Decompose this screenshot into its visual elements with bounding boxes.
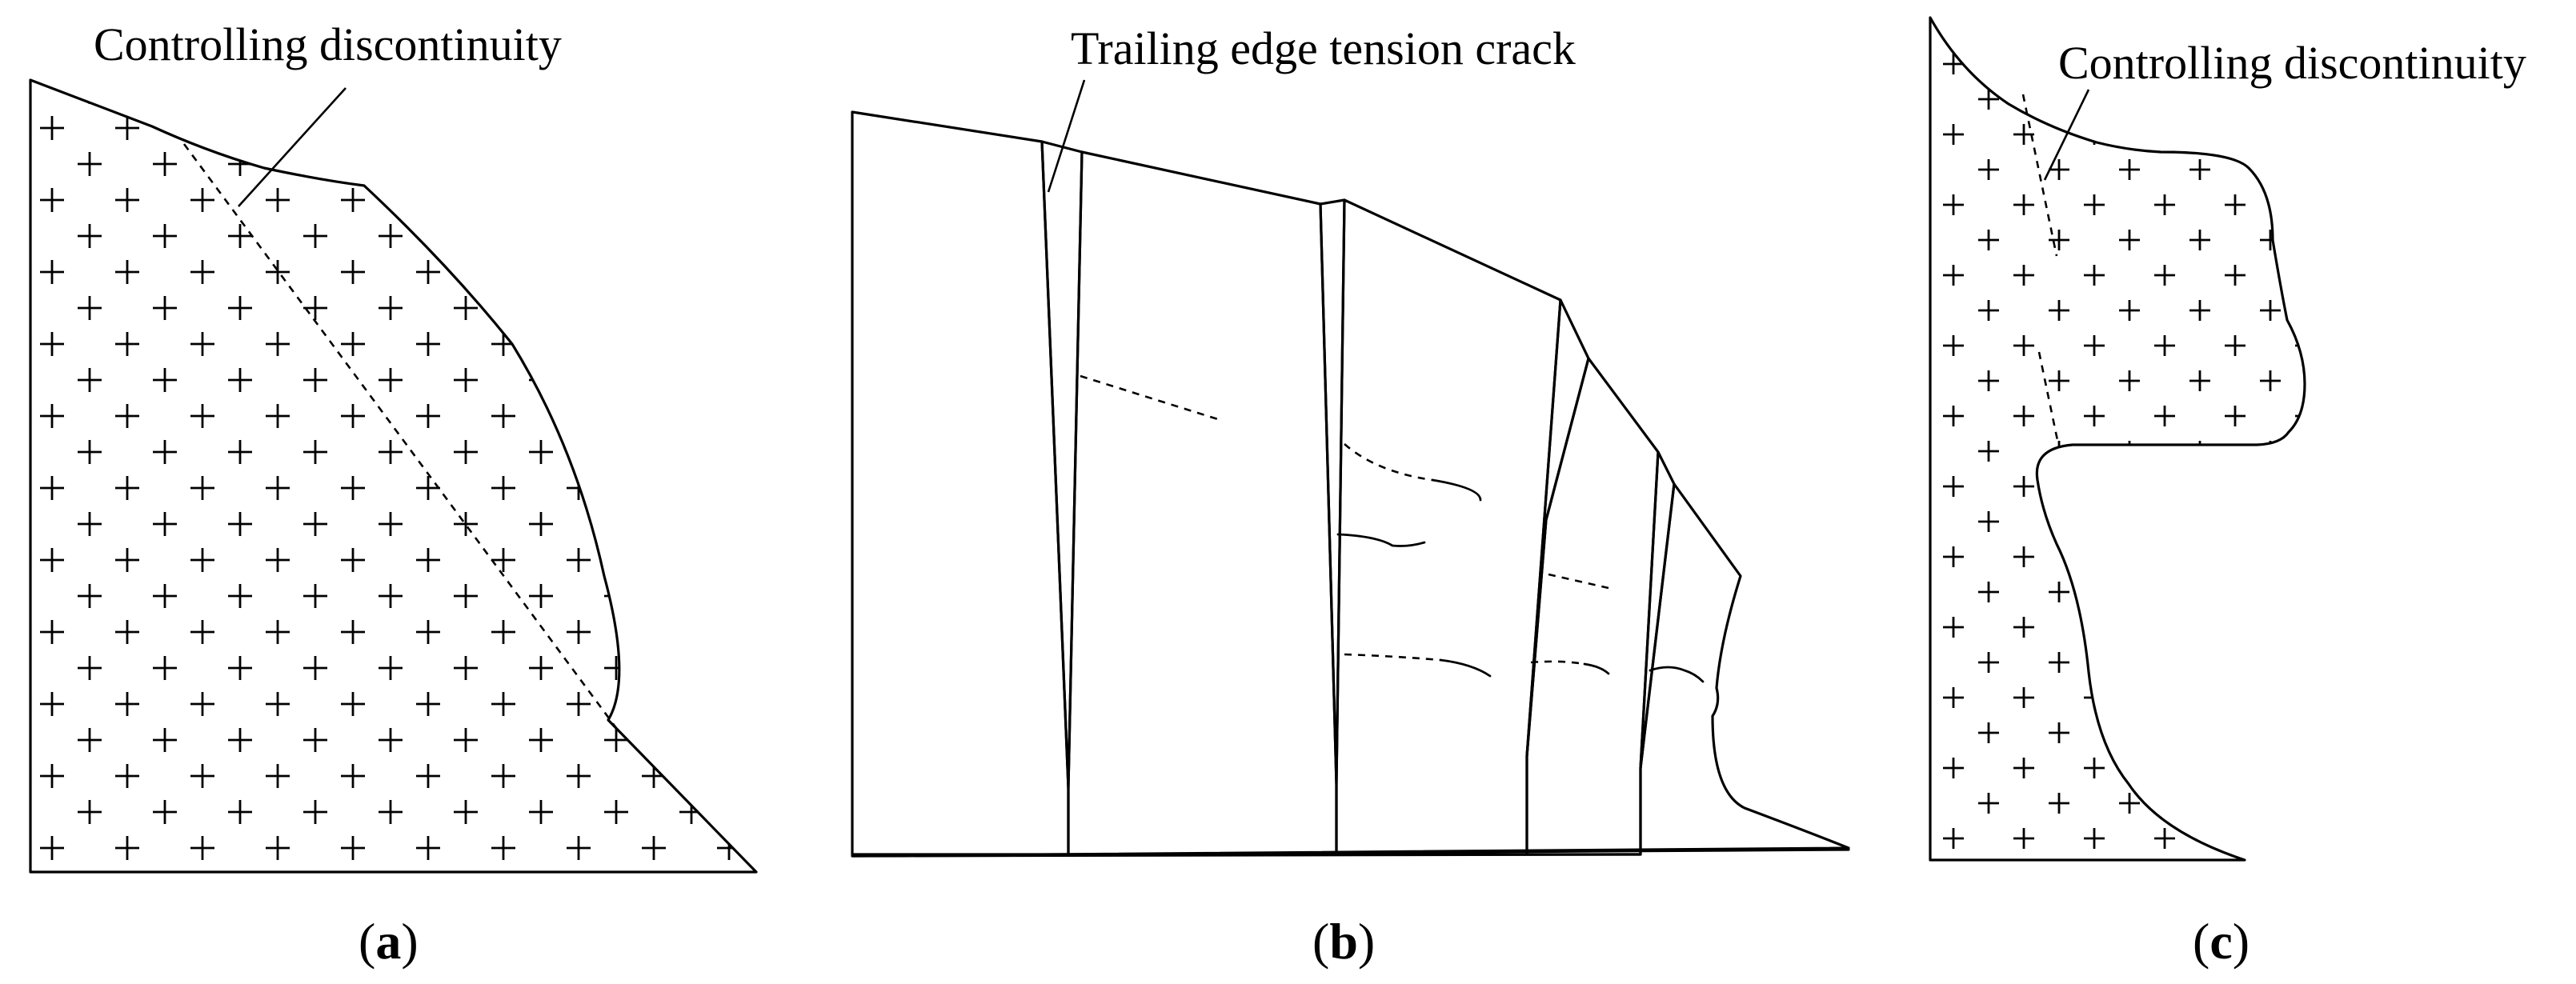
panel-c-annotation-leader (2043, 89, 2090, 181)
panel-b-annotation-leader (1047, 79, 1086, 193)
panel-b-internal-crack-5 (1649, 666, 1705, 683)
panel-b: Trailing edge tension crack (b) (851, 22, 1850, 970)
panel-b-internal-discontinuity-2 (1344, 443, 1433, 482)
panel-c-annotation: Controlling discontinuity (2058, 37, 2526, 89)
panel-a-controlling-discontinuity (182, 143, 618, 729)
panel-c: Controlling discontinuity (c) (1929, 16, 2526, 970)
panel-b-internal-crack-2 (1336, 533, 1426, 547)
panel-a-annotation-leader (238, 87, 347, 207)
panel-b-base (851, 848, 1850, 858)
panel-c-rock-fill (1930, 18, 2305, 860)
panel-c-overhang-outline (1929, 16, 2306, 862)
panel-b-internal-crack-1 (1431, 478, 1482, 502)
panel-a-caption: (a) (359, 913, 419, 970)
panel-c-controlling-discontinuity-lower (2037, 351, 2060, 445)
panel-b-tension-crack-3 (1525, 298, 1590, 758)
panel-b-block-1 (851, 110, 1070, 856)
panel-a-slope-outline (29, 78, 758, 874)
panel-b-internal-discontinuity-5 (1530, 660, 1585, 666)
panel-b-tension-crack-2 (1319, 198, 1346, 786)
panel-b-internal-discontinuity-4 (1344, 653, 1441, 662)
panel-b-internal-discontinuity-3 (1548, 573, 1609, 590)
panel-a: Controlling discontinuity (a) (29, 18, 758, 970)
panel-c-controlling-discontinuity-upper (2021, 94, 2058, 257)
panel-c-caption: (c) (2193, 913, 2249, 970)
panel-b-tension-crack-1 (1040, 140, 1084, 790)
panel-b-annotation: Trailing edge tension crack (1071, 22, 1576, 74)
panel-b-internal-crack-3 (1439, 658, 1492, 678)
panel-b-caption: (b) (1312, 913, 1375, 970)
panel-b-internal-crack-4 (1583, 662, 1610, 675)
panel-b-block-4 (1525, 357, 1660, 856)
panel-b-block-5 (851, 482, 1850, 858)
panel-b-block-2 (1067, 150, 1338, 856)
panel-b-internal-discontinuity-1 (1080, 374, 1221, 422)
panel-b-tension-crack-4 (1639, 450, 1676, 770)
panel-a-annotation: Controlling discontinuity (94, 18, 562, 70)
panel-a-rock-fill (30, 80, 756, 872)
